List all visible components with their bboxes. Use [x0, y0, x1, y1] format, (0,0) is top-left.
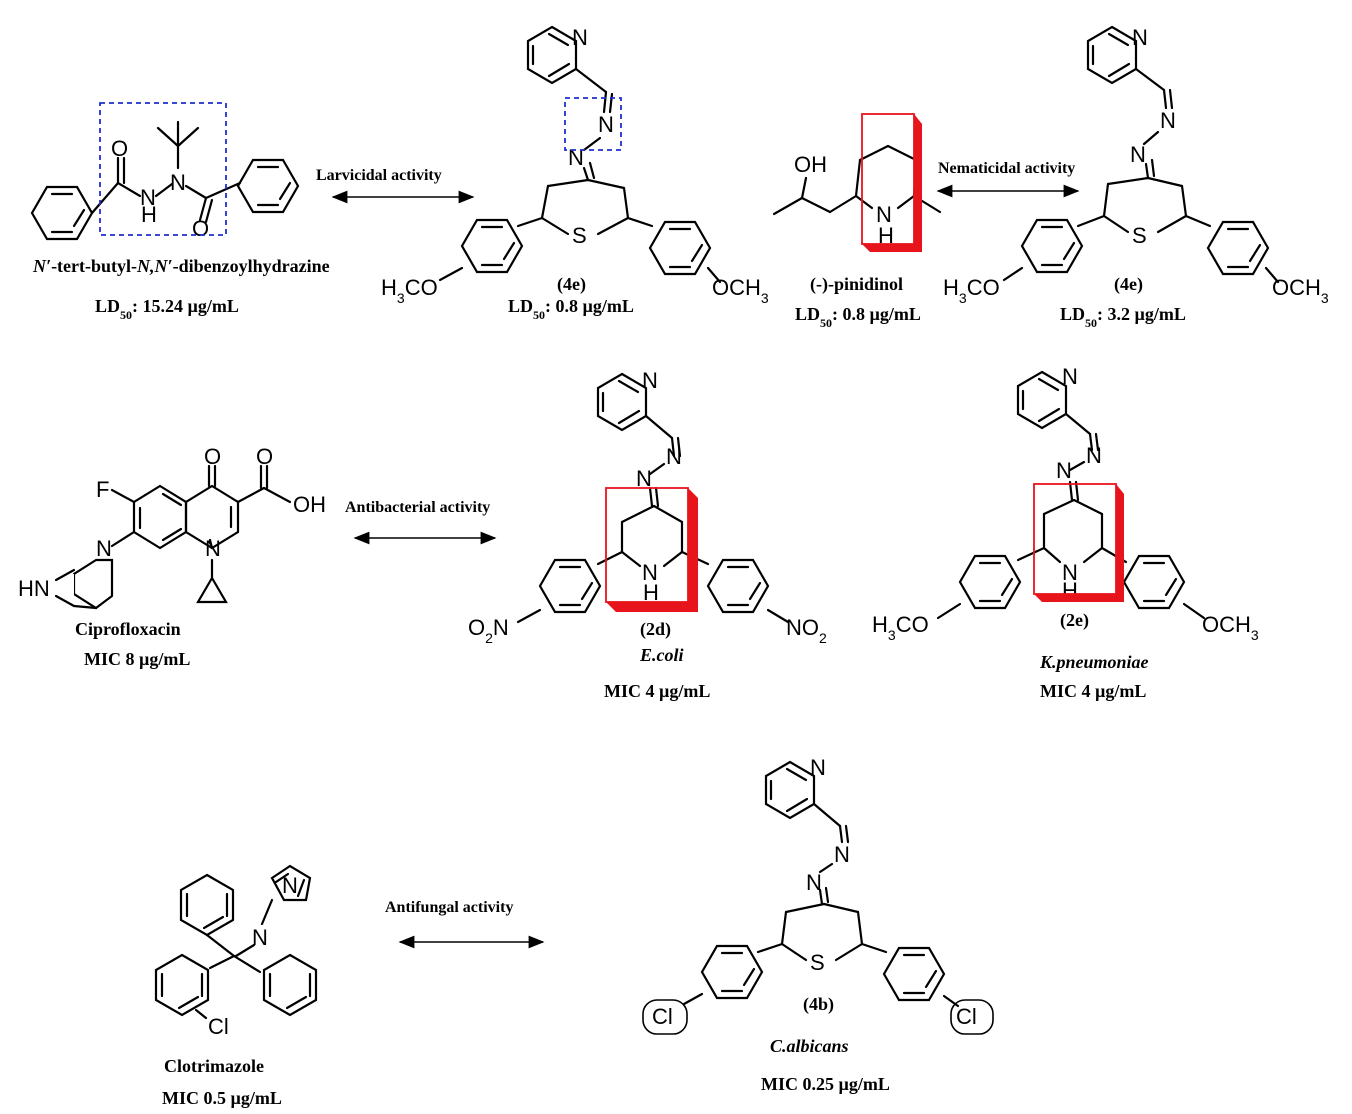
clotrimazole-structure: N N Cl — [154, 864, 318, 1039]
clotrimazole-mic: MIC 0.5 µg/mL — [162, 1088, 282, 1108]
atom-n: N — [252, 925, 268, 950]
compound-4b-id: (4b) — [803, 994, 834, 1015]
atom-n: N — [1062, 364, 1078, 389]
pinidinol-structure: OH N H — [772, 113, 942, 252]
ciprofloxacin-name: Ciprofloxacin — [75, 619, 181, 639]
atom-n: N — [1132, 25, 1148, 50]
atom-s: S — [1132, 223, 1147, 248]
atom-h: H — [878, 223, 894, 248]
clotrimazole-name: Clotrimazole — [164, 1056, 264, 1076]
atom-h: H — [643, 580, 659, 605]
antibacterial-activity-label: Antibacterial activity — [345, 499, 490, 516]
atom-f: F — [96, 477, 109, 502]
atom-n: N — [834, 842, 850, 867]
atom-h: H — [141, 202, 157, 227]
atom-n: N — [96, 536, 112, 561]
dibenzoylhydrazine-structure: O N H N O — [30, 102, 300, 241]
atom-cl: Cl — [956, 1004, 977, 1029]
compound-2d-id: (2d) — [640, 619, 671, 640]
compound-4e-ld50: LD50: 3.2 µg/mL — [1060, 304, 1186, 330]
ciprofloxacin-mic: MIC 8 µg/mL — [84, 649, 190, 669]
antifungal-activity-label: Antifungal activity — [385, 899, 513, 916]
atom-n: N — [810, 755, 826, 780]
atom-cl: Cl — [652, 1004, 673, 1029]
atom-n: N — [1062, 560, 1078, 585]
dibenzoylhydrazine-ld50: LD50: 15.24 µg/mL — [95, 296, 239, 322]
atom-n: N — [170, 170, 186, 195]
atom-n: N — [642, 368, 658, 393]
atom-o: O — [111, 136, 128, 161]
compound-2e-organism: K.pneumoniae — [1039, 652, 1149, 672]
atom-n: N — [1130, 142, 1146, 167]
atom-s: S — [810, 950, 825, 975]
atom-n: N — [636, 466, 652, 491]
chloro-highlight-oval — [950, 999, 994, 1035]
atom-n: N — [876, 202, 892, 227]
atom-hn: HN — [18, 576, 50, 601]
methoxy-label: H3CO — [943, 275, 1000, 306]
compound-4e-id: (4e) — [557, 274, 586, 295]
compound-2d-structure: N N N N H O2N NO2 — [468, 368, 827, 646]
compound-4b-structure: N N N S Cl Cl — [642, 755, 994, 1035]
compound-4e-id: (4e) — [1114, 274, 1143, 295]
atom-n: N — [806, 870, 822, 895]
methoxy-label: H3CO — [381, 275, 438, 306]
methoxy-label: OCH3 — [1202, 612, 1259, 643]
atom-n: N — [598, 112, 614, 137]
compound-4e-larvicidal-structure: N N N S H3CO OCH3 — [381, 25, 769, 306]
pinidinol-ld50: LD50: 0.8 µg/mL — [795, 304, 921, 330]
atom-n: N — [568, 145, 584, 170]
methoxy-label: H3CO — [872, 612, 929, 643]
compound-4b-mic: MIC 0.25 µg/mL — [761, 1074, 890, 1094]
compound-4e-nematicidal-structure: N N N S H3CO OCH3 — [943, 25, 1329, 306]
compound-2e-id: (2e) — [1060, 610, 1089, 631]
atom-o: O — [256, 444, 273, 469]
atom-n: N — [1086, 443, 1102, 468]
atom-s: S — [572, 223, 587, 248]
compound-2d-organism: E.coli — [639, 645, 684, 665]
compound-2e-structure: N N N N H H3CO OCH3 — [872, 364, 1259, 643]
atom-n: N — [1056, 458, 1072, 483]
compound-4e-ld50: LD50: 0.8 µg/mL — [508, 296, 634, 322]
larvicidal-activity-label: Larvicidal activity — [316, 167, 442, 184]
atom-n: N — [572, 25, 588, 50]
atom-oh: OH — [794, 152, 827, 177]
atom-o: O — [204, 444, 221, 469]
methoxy-label: OCH3 — [712, 275, 769, 306]
chloro-highlight-oval — [642, 999, 688, 1035]
compound-4b-organism: C.albicans — [770, 1036, 849, 1056]
atom-o: O — [192, 216, 209, 241]
pinidinol-name: (-)-pinidinol — [810, 274, 903, 295]
methoxy-label: OCH3 — [1272, 275, 1329, 306]
nitro-label: O2N — [468, 615, 509, 646]
dibenzoylhydrazine-name: N′-tert-butyl-N,N′-dibenzoylhydrazine — [32, 256, 330, 276]
atom-n: N — [205, 536, 221, 561]
atom-n: N — [642, 560, 658, 585]
ciprofloxacin-structure: F O O OH N N HN — [18, 444, 326, 610]
atom-n: N — [140, 185, 156, 210]
atom-oh: OH — [293, 492, 326, 517]
atom-n: N — [666, 444, 682, 469]
compound-2d-mic: MIC 4 µg/mL — [604, 681, 710, 701]
atom-cl: Cl — [208, 1014, 229, 1039]
atom-n: N — [1160, 108, 1176, 133]
compound-2e-mic: MIC 4 µg/mL — [1040, 681, 1146, 701]
atom-n: N — [282, 873, 298, 898]
nitro-label: NO2 — [786, 615, 827, 646]
nematicidal-activity-label: Nematicidal activity — [938, 160, 1075, 177]
